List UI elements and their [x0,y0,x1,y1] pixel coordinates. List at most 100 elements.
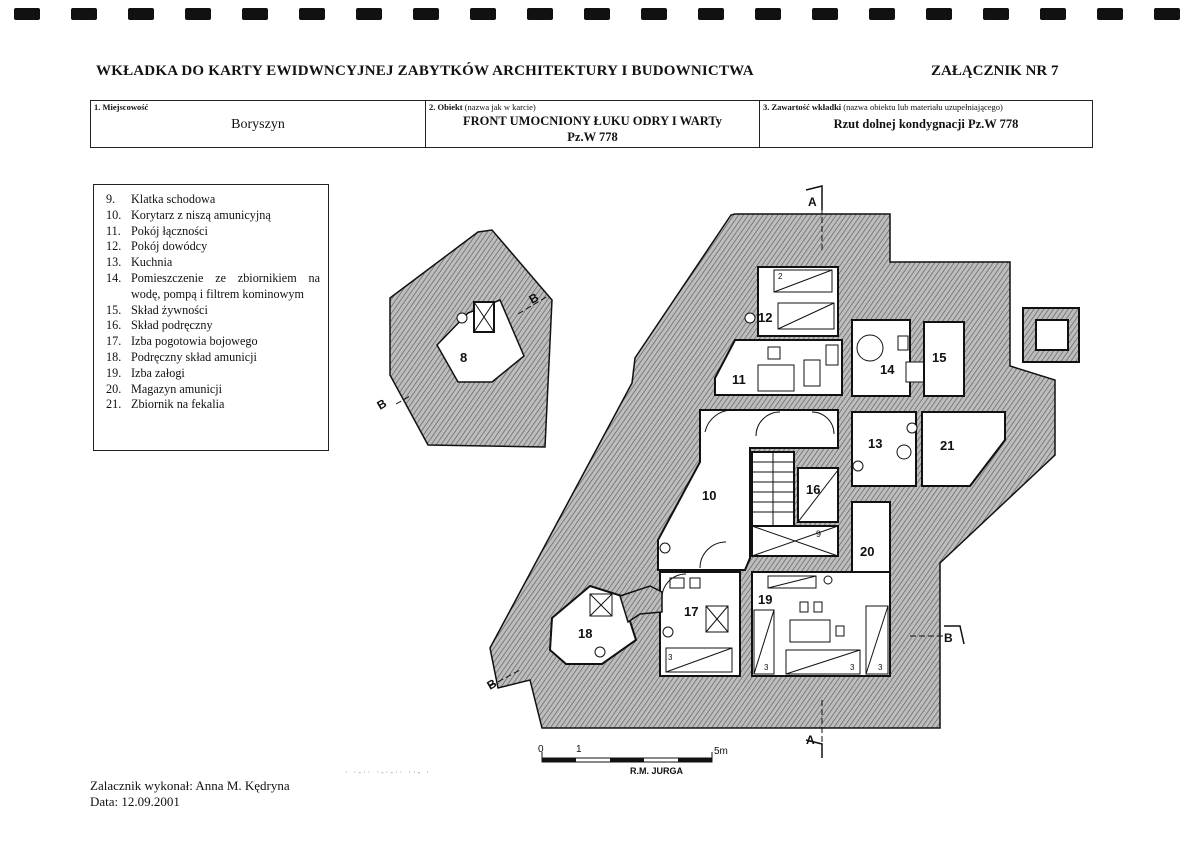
date: Data: 12.09.2001 [90,794,180,809]
punch-hole [527,8,553,20]
annex-number: ZAŁĄCZNIK NR 7 [931,63,1059,79]
table-19 [789,619,831,643]
bed-diagonal [785,649,861,675]
room-label-19: 19 [758,592,772,607]
room-14 [851,319,911,397]
room-label-20: 20 [860,544,874,559]
room-10-fixture [659,542,671,554]
legend-item: 19.Izba załogi [106,365,185,380]
bed-diagonal [773,269,833,293]
legend-item: 17.Izba pogotowia bojowego [106,334,258,349]
punch-hole [698,8,724,20]
object-value-line2: Pz.W 778 [567,130,618,144]
box-17-cross [705,605,729,633]
content-value: Rzut dolnej kondygnacji Pz.W 778 [833,117,1019,131]
room-number-labels: 8 10 11 12 13 14 15 16 17 18 19 20 21 [460,310,954,641]
bed-diagonal [767,575,817,589]
scale-label-0: 0 [538,744,544,755]
bed-label: 2 [778,272,783,281]
locality-label: 1. Miejscowość [94,102,149,112]
scan-noise: · ·-·· ·-·-·· ··- · [345,768,431,777]
room-label-15: 15 [932,350,946,365]
room-label-13: 13 [868,436,882,451]
room-label-18: 18 [578,626,592,641]
room-16-diagonal [797,469,839,523]
passage-18 [619,585,663,624]
room-label-10: 10 [702,488,716,503]
room-label-16: 16 [806,482,820,497]
scale-label-1: 1 [576,744,582,755]
section-marker-b [944,625,965,645]
header-cell-locality: 1. Miejscowość Boryszyn [91,101,426,147]
room-20 [851,501,891,575]
room-12-fixture [744,312,756,324]
bed-labels: 2 3 3 3 3 [668,272,883,672]
bed-diagonal [753,609,775,675]
section-label-b: B [375,396,390,413]
punch-hole [185,8,211,20]
room-label-17: 17 [684,604,698,619]
content-label: 3. Zawartość wkładki (nazwa obiektu lub … [763,102,1003,112]
punch-hole [1097,8,1123,20]
section-line-b [489,669,521,687]
scale-label-5: 5m [714,746,728,757]
door-arc [811,411,835,435]
room-9-diagonal [751,525,839,557]
document-title: WKŁADKA DO KARTY EWIDWNCYJNEJ ZABYTKÓW A… [96,63,754,79]
punch-hole [413,8,439,20]
section-label-a: A [808,195,817,209]
pump [897,335,909,351]
legend-item: 13.Kuchnia [106,255,173,270]
section-label-b: B [944,631,953,645]
room-18-fixture [594,646,606,658]
section-marker-a [805,739,823,758]
legend-item: 12.Pokój dowódcy [106,239,208,254]
punch-hole [299,8,325,20]
punch-hole [641,8,667,20]
punch-hole [71,8,97,20]
stool-19 [799,601,809,613]
cabinet-11 [803,359,821,387]
punch-hole [1040,8,1066,20]
room-8 [436,299,525,383]
legend-item: 20.Magazyn amunicji [106,381,223,396]
shelf-17 [669,577,685,589]
stool-19 [813,601,823,613]
punch-hole [926,8,952,20]
section-line-b [395,395,411,405]
room-label-14: 14 [880,362,895,377]
stool-19 [835,625,845,637]
stair-treads [752,452,794,526]
shelf-11 [825,344,839,366]
section-markers: A A B B B B [375,185,965,758]
header-cell-object: 2. Obiekt (nazwa jak w karcie) FRONT UMO… [426,101,760,147]
header-cell-content: 3. Zawartość wkładki (nazwa obiektu lub … [760,101,1092,147]
room-19-fixture [823,575,833,585]
door-arc [699,541,727,569]
room-label-11: 11 [732,372,746,387]
legend-item: 16.Skład podręczny [106,318,213,333]
door-arc [755,411,781,437]
desk-11 [757,364,795,392]
stove [896,444,912,460]
kitchen-fixture [852,460,864,472]
room-label-9: 9 [816,529,821,539]
legend-item: 18.Podręczny skład amunicji [106,349,257,364]
room-10 [657,409,839,571]
external-square-inner [1035,319,1069,351]
bed-label: 3 [878,663,883,672]
bed-diagonal [777,302,835,330]
bed-diagonal [665,647,733,673]
legend-item: 15.Skład żywności [106,302,208,317]
room-18 [548,584,638,665]
shelf-17 [689,577,701,589]
made-by: Zalacznik wykonał: Anna M. Kędryna [90,778,290,793]
locality-value: Boryszyn [231,117,285,132]
punch-hole [755,8,781,20]
room-17-fixture [662,626,674,638]
punch-hole [14,8,40,20]
bed-label: 3 [668,653,673,662]
room-label-12: 12 [758,310,772,325]
bed-diagonal [865,605,889,675]
